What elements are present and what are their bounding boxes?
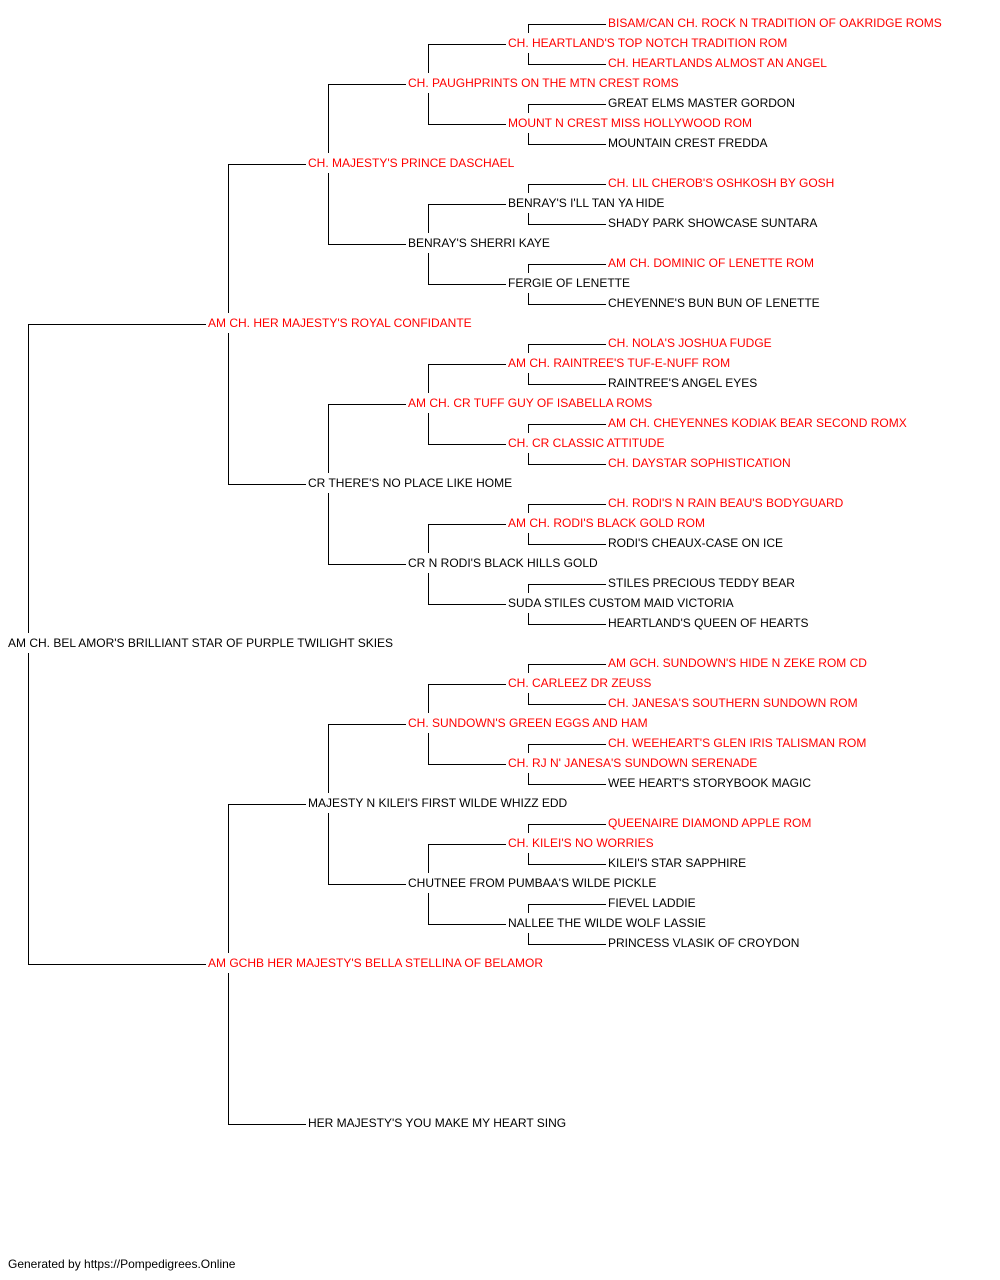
sire-name: CH. RODI'S N RAIN BEAU'S BODYGUARD	[608, 496, 844, 510]
dam-name: CH. HEARTLANDS ALMOST AN ANGEL	[608, 56, 827, 70]
dam-name: MOUNT N CREST MISS HOLLYWOOD ROM	[508, 116, 753, 130]
sire-name: CH. CARLEEZ DR ZEUSS	[508, 676, 652, 690]
sire-name: AM CH. DOMINIC OF LENETTE ROM	[608, 256, 815, 270]
dam-name: SUDA STILES CUSTOM MAID VICTORIA	[508, 596, 734, 610]
dam-name: CH. JANESA'S SOUTHERN SUNDOWN ROM	[608, 696, 858, 710]
dam-name: PRINCESS VLASIK OF CROYDON	[608, 936, 800, 950]
dam-name: RODI'S CHEAUX-CASE ON ICE	[608, 536, 783, 550]
dam-name: CH. RJ N' JANESA'S SUNDOWN SERENADE	[508, 756, 758, 770]
sire-name: CH. HEARTLAND'S TOP NOTCH TRADITION ROM	[508, 36, 788, 50]
dam-name: HER MAJESTY'S YOU MAKE MY HEART SING	[308, 1116, 567, 1130]
dam-name: WEE HEART'S STORYBOOK MAGIC	[608, 776, 811, 790]
dam-name: CR THERE'S NO PLACE LIKE HOME	[308, 476, 513, 490]
sire-name: STILES PRECIOUS TEDDY BEAR	[608, 576, 795, 590]
sire-name: CH. MAJESTY'S PRINCE DASCHAEL	[308, 156, 515, 170]
dam-name: KILEI'S STAR SAPPHIRE	[608, 856, 747, 870]
sire-name: FIEVEL LADDIE	[608, 896, 696, 910]
dam-name: MOUNTAIN CREST FREDDA	[608, 136, 768, 150]
sire-name: CH. LIL CHEROB'S OSHKOSH BY GOSH	[608, 176, 835, 190]
dam-name: BENRAY'S SHERRI KAYE	[408, 236, 550, 250]
dam-name: CHEYENNE'S BUN BUN OF LENETTE	[608, 296, 820, 310]
sire-name: AM CH. CR TUFF GUY OF ISABELLA ROMS	[408, 396, 653, 410]
sire-name: BENRAY'S I'LL TAN YA HIDE	[508, 196, 665, 210]
sire-name: MAJESTY N KILEI'S FIRST WILDE WHIZZ EDD	[308, 796, 568, 810]
sire-name: AM CH. CHEYENNES KODIAK BEAR SECOND ROMX	[608, 416, 907, 430]
dam-name: FERGIE OF LENETTE	[508, 276, 631, 290]
sire-name: CH. SUNDOWN'S GREEN EGGS AND HAM	[408, 716, 648, 730]
sire-name: AM GCH. SUNDOWN'S HIDE N ZEKE ROM CD	[608, 656, 867, 670]
dam-name: CH. DAYSTAR SOPHISTICATION	[608, 456, 791, 470]
sire-name: QUEENAIRE DIAMOND APPLE ROM	[608, 816, 812, 830]
dam-name: RAINTREE'S ANGEL EYES	[608, 376, 758, 390]
sire-name: CH. PAUGHPRINTS ON THE MTN CREST ROMS	[408, 76, 679, 90]
sire-name: AM CH. RAINTREE'S TUF-E-NUFF ROM	[508, 356, 731, 370]
dam-name: CHUTNEE FROM PUMBAA'S WILDE PICKLE	[408, 876, 657, 890]
sire-name: CH. WEEHEART'S GLEN IRIS TALISMAN ROM	[608, 736, 867, 750]
subject-dog-name: AM CH. BEL AMOR'S BRILLIANT STAR OF PURP…	[8, 636, 394, 650]
dam-name: CR N RODI'S BLACK HILLS GOLD	[408, 556, 598, 570]
sire-name: AM CH. RODI'S BLACK GOLD ROM	[508, 516, 705, 530]
footer-credit: Generated by https://Pompedigrees.Online	[8, 1257, 236, 1271]
sire-name: CH. KILEI'S NO WORRIES	[508, 836, 654, 850]
dam-name: CH. CR CLASSIC ATTITUDE	[508, 436, 665, 450]
dam-name: NALLEE THE WILDE WOLF LASSIE	[508, 916, 706, 930]
sire-name: BISAM/CAN CH. ROCK N TRADITION OF OAKRID…	[608, 16, 942, 30]
sire-name: GREAT ELMS MASTER GORDON	[608, 96, 795, 110]
dam-name: AM GCHB HER MAJESTY'S BELLA STELLINA OF …	[208, 956, 544, 970]
sire-name: AM CH. HER MAJESTY'S ROYAL CONFIDANTE	[208, 316, 472, 330]
dam-name: HEARTLAND'S QUEEN OF HEARTS	[608, 616, 809, 630]
dam-name: SHADY PARK SHOWCASE SUNTARA	[608, 216, 818, 230]
sire-name: CH. NOLA'S JOSHUA FUDGE	[608, 336, 772, 350]
